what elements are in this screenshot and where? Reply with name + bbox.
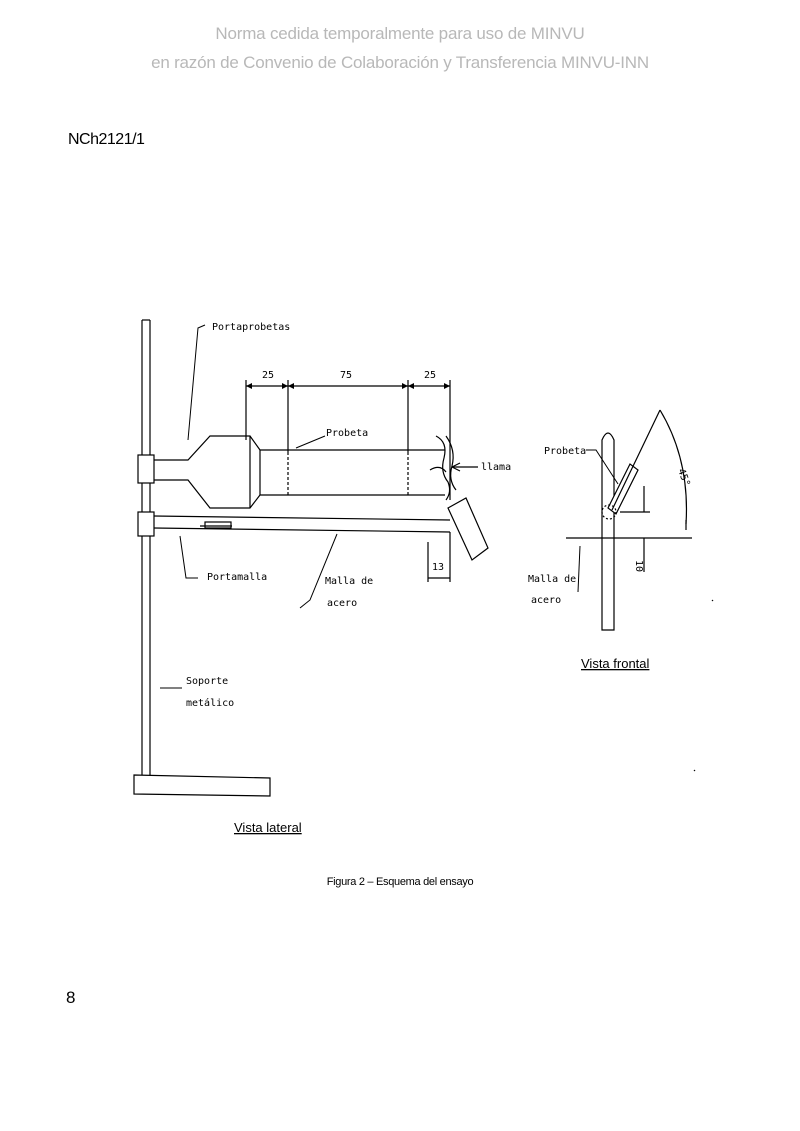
dimension-label-13: 13 — [432, 562, 444, 573]
watermark-line-1: Norma cedida temporalmente para uso de M… — [215, 24, 585, 43]
side-view: Portaprobetas 25 75 25 Probeta llama 13 … — [133, 319, 511, 835]
label-specimen-holder: Portaprobetas — [212, 322, 290, 333]
label-specimen-side: Probeta — [326, 428, 368, 439]
label-mesh-side-2: acero — [327, 598, 357, 609]
flame — [429, 435, 478, 501]
dimension-label-25-left: 25 — [262, 370, 274, 381]
dimension-lines-top — [245, 380, 451, 500]
side-view-title: Vista lateral — [234, 820, 302, 835]
label-specimen-front: Probeta — [544, 446, 586, 457]
metal-stand — [133, 319, 271, 797]
watermark-line-2: en razón de Convenio de Colaboración y T… — [151, 53, 649, 72]
steel-mesh — [447, 497, 489, 561]
document-code: NCh2121/1 — [68, 131, 145, 148]
label-mesh-holder: Portamalla — [207, 572, 267, 583]
label-flame: llama — [481, 462, 511, 473]
figure-caption: Figura 2 – Esquema del ensayo — [326, 876, 474, 888]
dimension-label-75: 75 — [340, 370, 352, 381]
label-mesh-front-2: acero — [531, 595, 561, 606]
dimension-13 — [427, 532, 451, 582]
label-stand-2: metálico — [186, 697, 234, 709]
dimension-label-25-right: 25 — [424, 370, 436, 381]
leader-lines-side — [160, 324, 338, 689]
label-mesh-front-1: Malla de — [528, 574, 576, 585]
label-mesh-side-1: Malla de — [325, 576, 373, 587]
angle-label-45: 45° — [675, 467, 692, 488]
front-view-title: Vista frontal — [581, 656, 650, 671]
label-stand-1: Soporte — [186, 676, 228, 687]
page-number: 8 — [66, 988, 76, 1007]
dimension-label-10: 10 — [633, 560, 644, 572]
mesh-holder — [137, 511, 451, 537]
front-view: Probeta 45° 10 Malla de acero Vista fron… — [528, 409, 714, 772]
specimen-holder — [137, 435, 445, 509]
